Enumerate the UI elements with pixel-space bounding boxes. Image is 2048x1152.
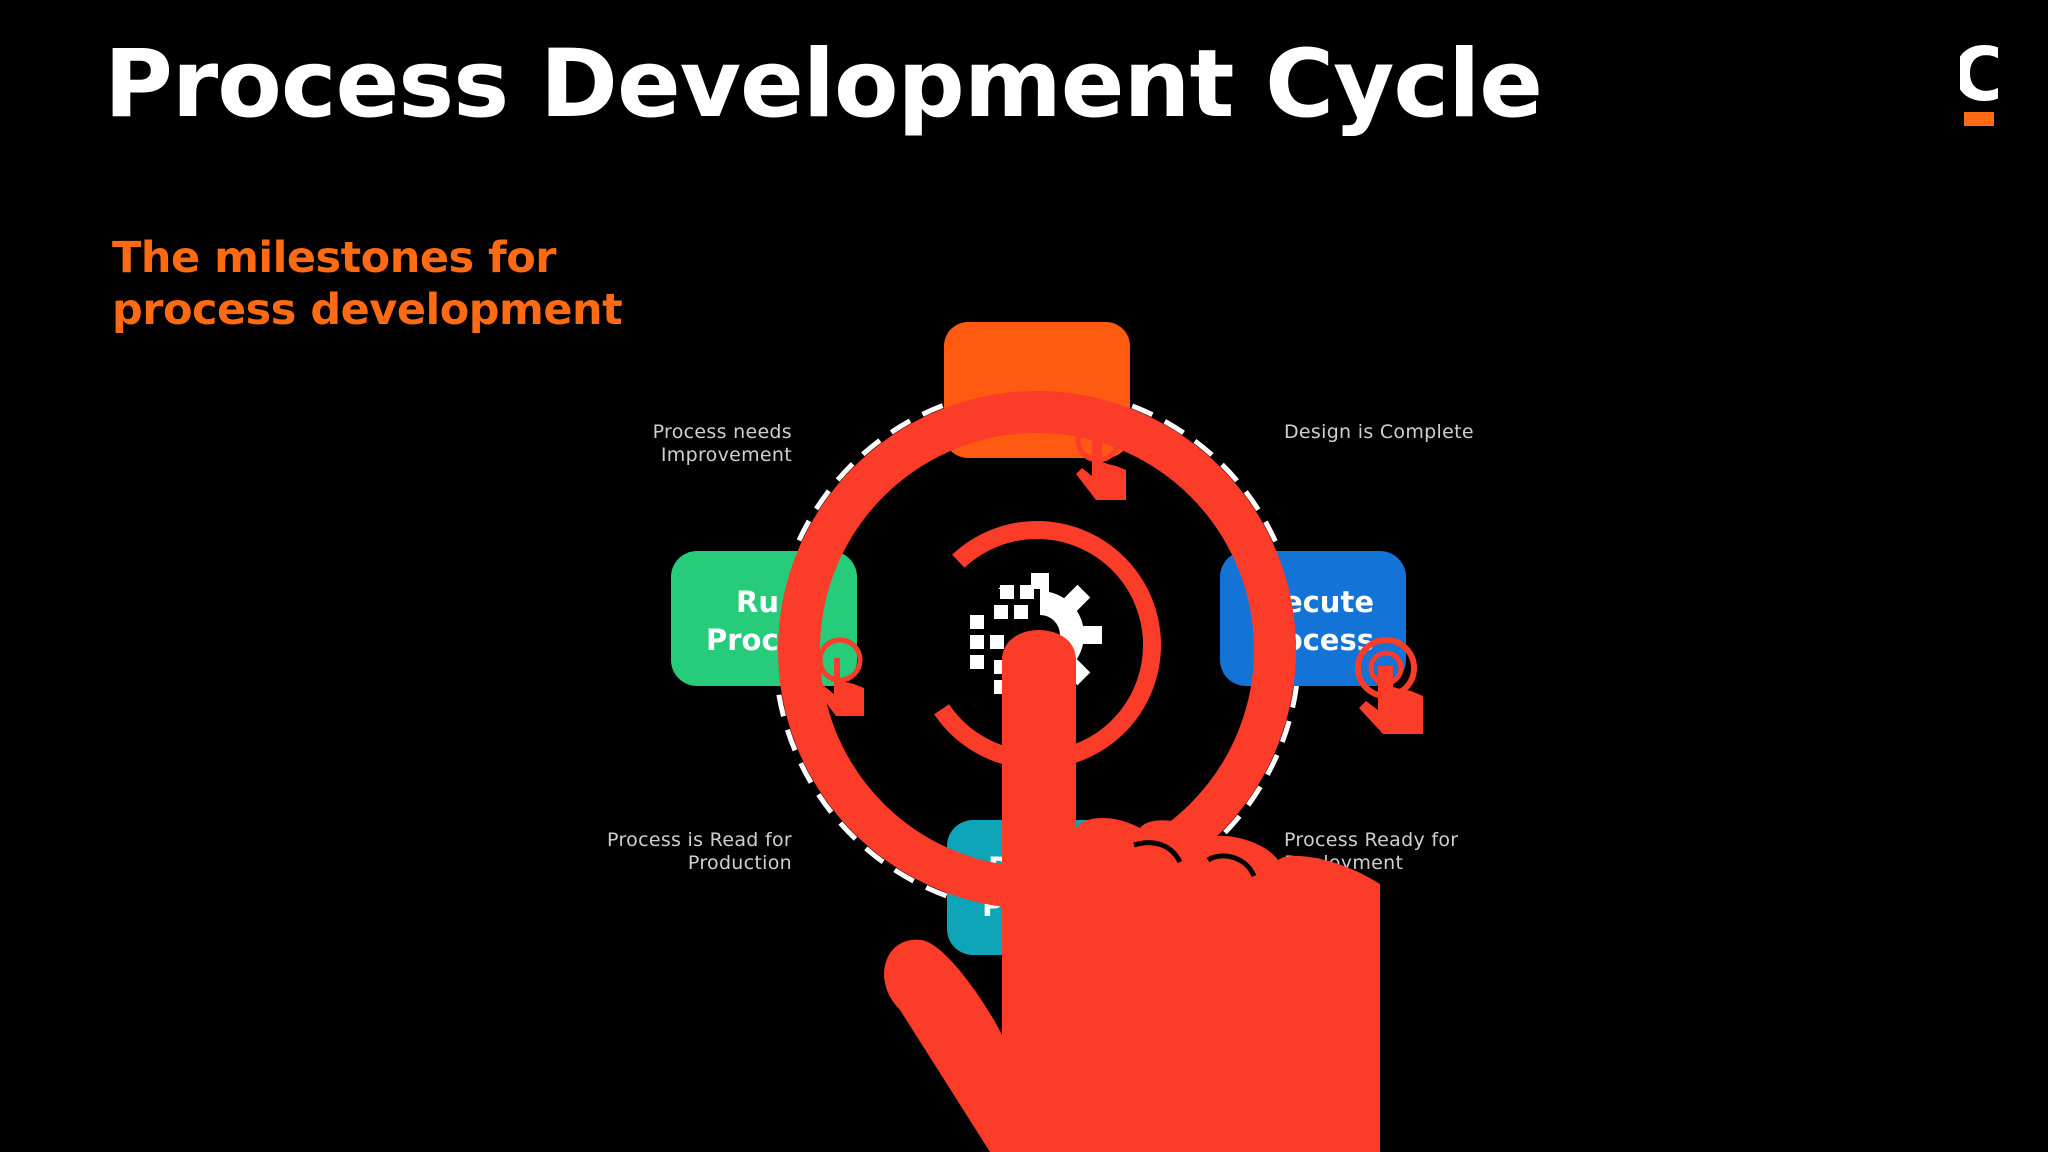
page-title: Process Development Cycle [104,30,1543,139]
subtitle-line-1: The milestones for [112,233,557,283]
logo-bar [1964,112,1994,126]
subtitle: The milestones for process development [112,232,623,336]
tap-hand-icon [778,391,1380,1152]
node-run-line1: Ru [736,585,779,619]
tap-hand [884,630,1380,1152]
node-execute-line1: ecute [1283,585,1374,619]
logo-letter: C [1960,34,1998,118]
node-run-line2: Proc [706,623,779,657]
node-execute-line2: ocess [1283,623,1374,657]
milestone-process-read-for-production: Process is Read for Production [607,829,792,874]
milestone-design-complete: Design is Complete [1284,421,1474,443]
subtitle-line-2: process development [112,285,623,335]
brand-logo: C [1960,34,1998,126]
tap-icon-execute [1355,637,1423,734]
milestone-process-needs-improvement: Process needs Improvement [652,421,792,466]
